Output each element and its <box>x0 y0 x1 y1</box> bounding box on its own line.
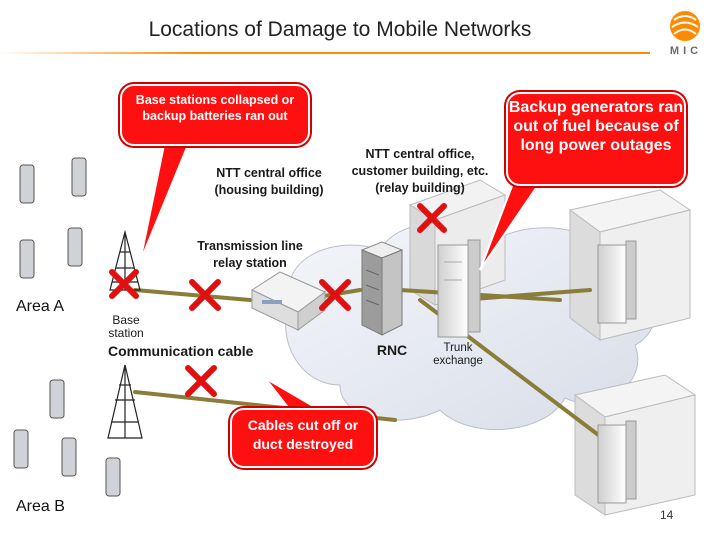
trunk-exchange-server <box>437 239 481 338</box>
mic-logo-text: MIC <box>669 45 703 57</box>
rnc-server <box>360 241 404 336</box>
callout-pointer-base <box>139 139 192 263</box>
label-transmission-relay-station: Transmission line relay station <box>197 239 303 270</box>
base-station-tower-b <box>107 364 143 439</box>
relay-device <box>250 271 326 331</box>
label-area-b: Area B <box>16 498 65 515</box>
label-communication-cable: Communication cable <box>108 343 254 359</box>
page-title: Locations of Damage to Mobile Networks <box>148 18 532 41</box>
callout-cables-cut: Cables cut off or duct destroyed <box>230 408 376 468</box>
page-number: 14 <box>660 508 674 522</box>
damage-marks <box>109 203 447 397</box>
label-area-a: Area A <box>16 298 65 315</box>
label-base-station: Base station <box>108 313 144 340</box>
callout-backup-generators: Backup generators ran out of fuel becaus… <box>506 92 686 186</box>
title-underline <box>0 52 650 54</box>
mic-logo-icon <box>670 11 700 41</box>
mobile-phones-area-a <box>19 157 87 279</box>
mobile-phones-area-b <box>13 379 121 497</box>
server-right-upper <box>597 240 637 324</box>
label-trunk-exchange: Trunk exchange <box>433 342 483 367</box>
label-ntt-housing-building: NTT central office (housing building) <box>214 166 324 197</box>
label-ntt-relay-building: NTT central office, customer building, e… <box>351 147 489 195</box>
callout-base-stations: Base stations collapsed or backup batter… <box>120 84 310 146</box>
server-right-lower <box>597 420 637 504</box>
label-rnc: RNC <box>376 342 408 358</box>
